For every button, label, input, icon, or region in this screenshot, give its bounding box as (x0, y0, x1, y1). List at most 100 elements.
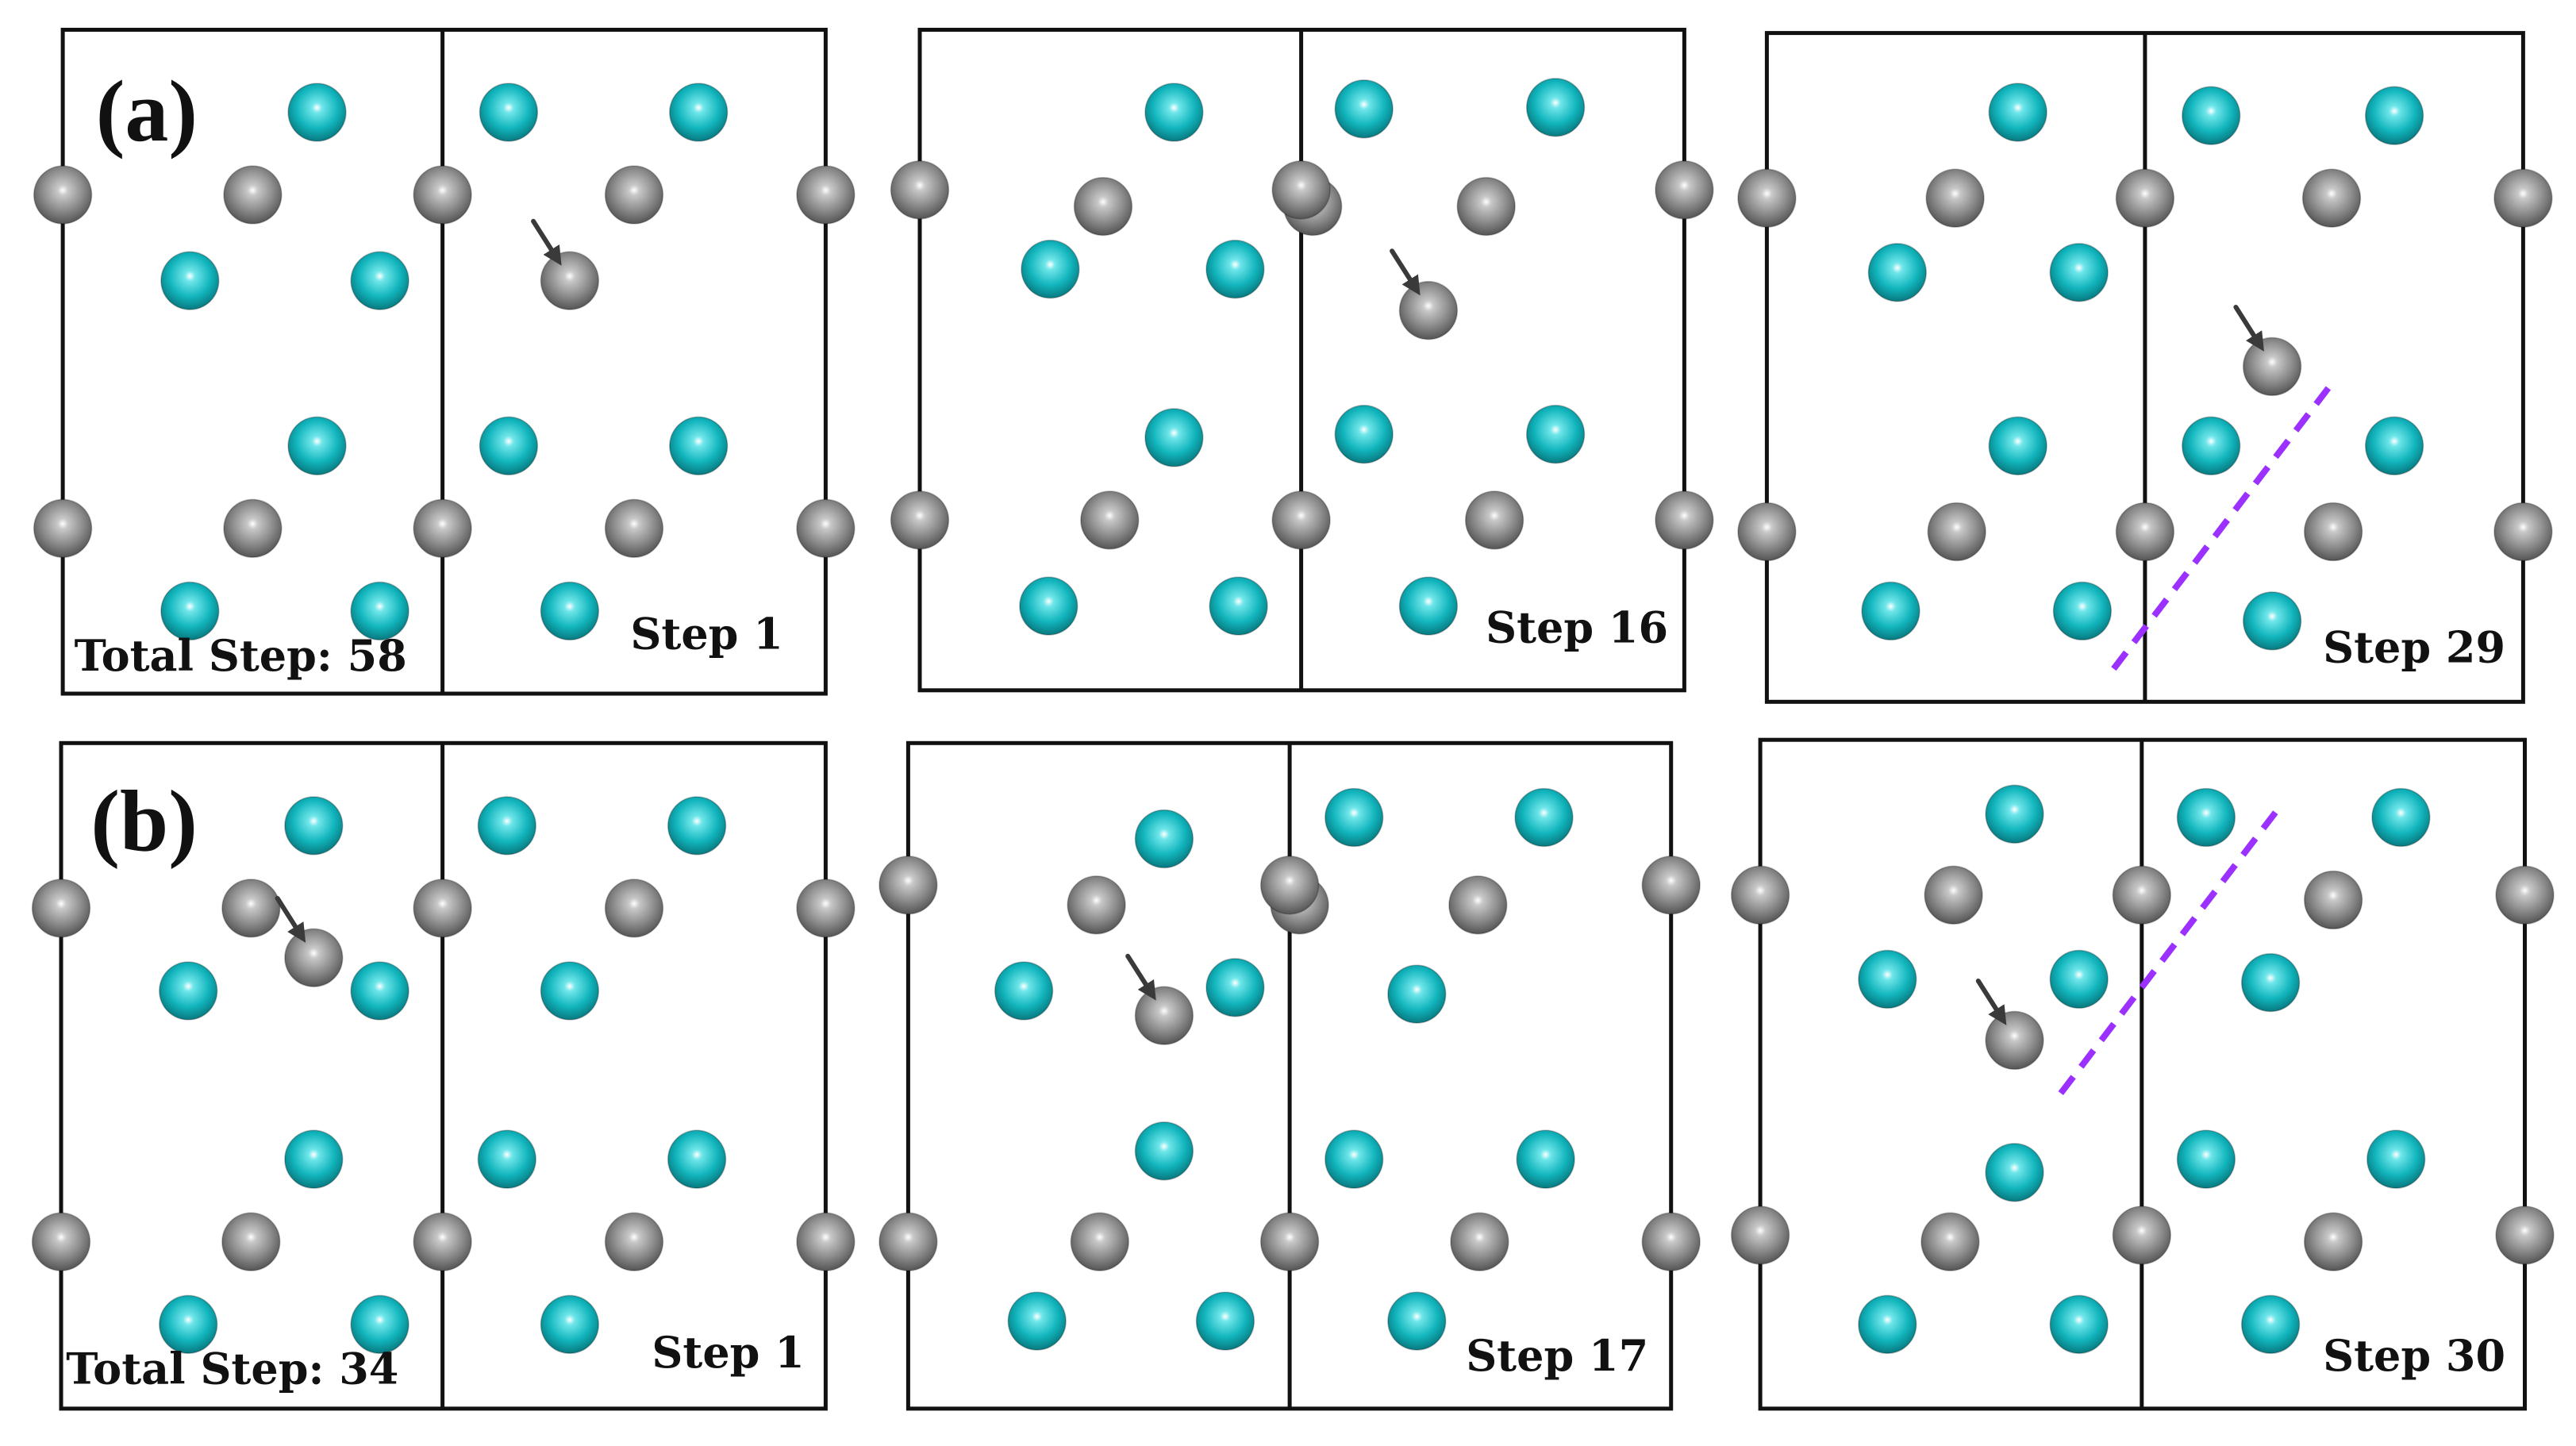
gray-atom (413, 165, 472, 225)
gray-atom (1920, 1212, 1980, 1271)
cyan-atom (2242, 591, 2302, 651)
gray-atom (413, 879, 472, 938)
gray-atom (1655, 160, 1714, 220)
cyan-atom (1144, 408, 1204, 467)
cyan-atom (1334, 79, 1394, 139)
gray-atom (221, 1212, 281, 1271)
cyan-atom (1514, 787, 1574, 848)
cyan-atom (2052, 581, 2113, 641)
gray-atom (1073, 176, 1133, 237)
gray-atom (1456, 176, 1516, 237)
gray-atom (1271, 490, 1331, 550)
cyan-atom (350, 961, 409, 1021)
cyan-atom (1205, 240, 1265, 299)
cyan-atom (479, 416, 539, 475)
cyan-atom (1134, 1121, 1194, 1181)
step-label-1-1: Step 17 (1466, 1330, 1648, 1381)
cyan-atom (1195, 1291, 1255, 1351)
gray-atom (1259, 1212, 1320, 1271)
gray-atom (2303, 502, 2363, 562)
gray-atom (1730, 1206, 1790, 1265)
gray-atom (1737, 168, 1797, 228)
gray-atom (879, 856, 938, 915)
arrow-pointer-1-1 (1125, 953, 1156, 1001)
dashed-boundary-line-0-2 (2111, 386, 2332, 671)
gray-atom (1641, 856, 1701, 915)
cyan-atom (1144, 83, 1204, 142)
cyan-atom (669, 83, 729, 142)
gray-atom (31, 879, 91, 938)
cyan-atom (1387, 964, 1447, 1024)
gray-atom (1448, 875, 1508, 935)
cyan-atom (1325, 1129, 1384, 1189)
cyan-atom (477, 796, 536, 856)
cyan-atom (1525, 78, 1586, 137)
step-label-0-0: Step 1 (630, 609, 782, 660)
cyan-atom (2049, 1294, 2109, 1354)
cyan-atom (1867, 243, 1927, 302)
step-label-1-0: Step 1 (652, 1327, 804, 1378)
gray-atom (2493, 502, 2553, 562)
cyan-atom (994, 961, 1054, 1021)
arrow-pointer-0-1 (1390, 248, 1421, 296)
gray-atom (1450, 1212, 1509, 1271)
gray-atom (1927, 502, 1986, 562)
cyan-atom (667, 796, 727, 856)
gray-atom (796, 1212, 855, 1271)
cyan-atom (1334, 405, 1394, 464)
cyan-atom (1858, 1294, 1917, 1354)
cyan-atom (669, 416, 729, 475)
panel-letter-0: (a) (96, 63, 198, 160)
migrating-atom-0-1 (1398, 281, 1459, 340)
cyan-atom (1516, 1129, 1575, 1189)
step-label-1-2: Step 30 (2323, 1330, 2505, 1381)
gray-atom (604, 1212, 664, 1271)
cyan-atom (540, 961, 600, 1021)
cyan-atom (2182, 86, 2241, 145)
gray-atom (1464, 490, 1524, 550)
gray-atom (1655, 490, 1714, 550)
cyan-atom (1021, 240, 1080, 299)
arrow-pointer-0-2 (2233, 305, 2264, 352)
gray-atom (33, 165, 93, 225)
cyan-atom (1019, 576, 1078, 636)
cyan-atom (2366, 1129, 2426, 1189)
gray-atom (604, 498, 664, 558)
cyan-atom (287, 83, 347, 142)
migrating-atom-1-2 (1985, 1010, 2044, 1071)
gray-atom (2115, 168, 2175, 228)
cyan-atom (2182, 416, 2241, 475)
total-step-label-0: Total Step: 58 (75, 630, 407, 681)
panel-letter-1: (b) (90, 773, 197, 870)
cyan-atom (1988, 83, 2047, 142)
cyan-atom (2371, 787, 2431, 848)
gray-atom (796, 879, 855, 938)
step-label-0-1: Step 16 (1486, 602, 1668, 652)
migrating-atom-0-2 (2242, 337, 2302, 397)
cyan-atom (284, 796, 344, 856)
gray-atom (1070, 1212, 1129, 1271)
cyan-atom (479, 83, 539, 142)
gray-atom (890, 160, 950, 220)
gray-atom (1067, 875, 1126, 935)
gray-atom (413, 498, 472, 558)
gray-atom (2493, 168, 2553, 228)
cyan-atom (1525, 405, 1586, 464)
gray-atom (2112, 1206, 2171, 1265)
gray-atom (1924, 865, 1983, 925)
gray-atom (890, 490, 950, 550)
gray-atom (2115, 502, 2175, 562)
migrating-atom-1-1 (1134, 986, 1194, 1045)
cyan-atom (2176, 1129, 2236, 1189)
migrating-atom-1-0 (284, 928, 344, 987)
cyan-atom (1985, 1143, 2044, 1202)
cyan-atom (477, 1129, 536, 1189)
gray-atom (1737, 502, 1797, 562)
cyan-atom (1398, 576, 1459, 636)
gray-atom (2495, 1206, 2555, 1265)
cyan-atom (540, 581, 600, 641)
cyan-atom (160, 581, 220, 641)
cyan-atom (160, 251, 220, 310)
gray-atom (604, 165, 664, 225)
dashed-boundary-line-1-2 (2058, 810, 2278, 1095)
